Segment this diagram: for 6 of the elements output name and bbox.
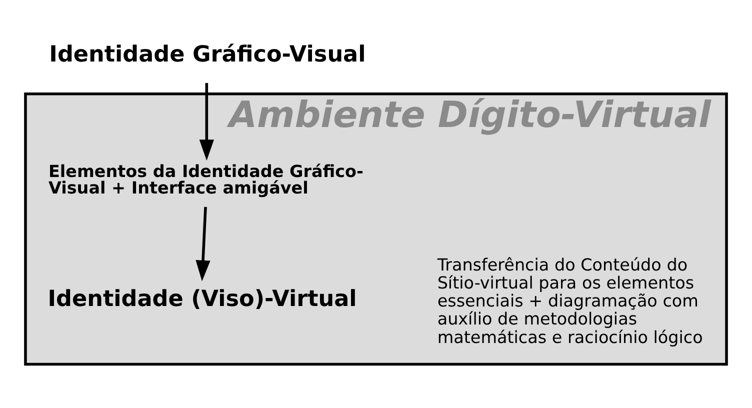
label: Transferência do Conteúdo do Sítio-virtual para os elementos essenciais + diagramação com auxílio de metodologias matemáticas e raciocínio lógico [437,254,703,347]
node-text: Identidade Gráfico-Visual [49,42,366,68]
arrow [196,206,210,282]
arrow [199,83,214,161]
node-text: Identidade (Viso)-Virtual [48,286,357,312]
node-text: Elementos da Identidade Gráfico-Visual + Interface amigável [48,160,364,198]
